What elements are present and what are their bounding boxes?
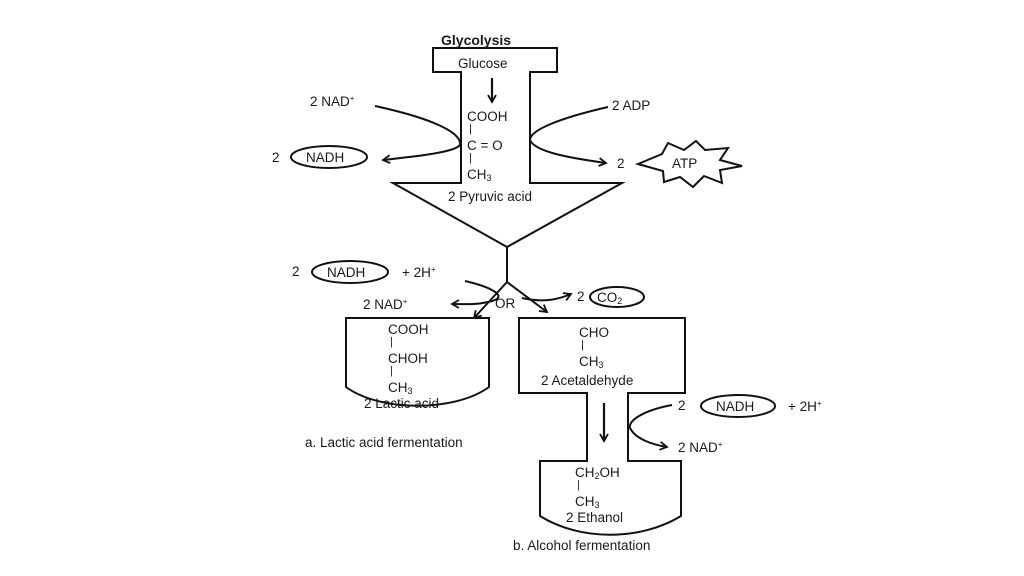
alcohol-nadh-to-nad-arrow [628, 404, 673, 451]
lactic-formula-bottom: CH3 [388, 381, 413, 396]
hydrogen: + 2H [402, 265, 431, 280]
lactic-formula-top: COOH [388, 322, 429, 337]
molecule: CO [597, 290, 618, 305]
atp-count: 2 [617, 156, 625, 171]
molecule: NAD [321, 94, 350, 109]
ethanol-formula-bottom: CH3 [575, 495, 600, 510]
co2-count: 2 [577, 289, 585, 304]
formula-subscript: 3 [594, 500, 600, 510]
nad-plus-label: 2 NAD+ [310, 95, 354, 109]
molecule: 2 NAD [363, 297, 403, 312]
formula-text: CH [467, 167, 487, 182]
co2-label: CO2 [597, 291, 622, 306]
formula-subscript: 3 [598, 360, 604, 370]
adp-to-atp-arrow [528, 106, 609, 167]
nad-to-nadh-arrow [374, 105, 462, 165]
count: 2 [310, 94, 318, 109]
formula-text: CH [388, 380, 408, 395]
adp-label: 2 ADP [612, 98, 651, 113]
acetaldehyde-container [518, 317, 686, 536]
charge: + [402, 297, 408, 306]
acetaldehyde-formula-top: CHO [579, 325, 609, 340]
formula-subscript: 3 [486, 173, 492, 183]
branch-hydrogen-label: + 2H+ [402, 266, 436, 280]
ethanol-label: 2 Ethanol [566, 510, 624, 525]
pyruvate-formula-mid: C = O [467, 138, 503, 153]
pyruvic-acid-label: 2 Pyruvic acid [448, 189, 533, 204]
alcohol-nadh-count: 2 [678, 398, 686, 413]
acetaldehyde-formula-bottom: CH3 [579, 355, 604, 370]
charge: + [349, 94, 355, 103]
lactic-caption: a. Lactic acid fermentation [305, 435, 463, 450]
alcohol-nadh-label: NADH [716, 399, 755, 414]
molecule: 2 NAD [678, 440, 718, 455]
branch-nadh-count: 2 [292, 264, 300, 279]
branch-right-arrow [506, 281, 549, 314]
atp-starburst [634, 139, 743, 189]
diagram-title: Glycolysis [441, 32, 512, 48]
formula-text: OH [599, 465, 620, 480]
glucose-label: Glucose [458, 56, 508, 71]
nadh-oval-branch [311, 260, 389, 284]
pyruvate-formula-bottom: CH3 [467, 168, 492, 183]
charge: + [816, 399, 822, 408]
bond-line: | [469, 152, 472, 164]
branch-nadh-label: NADH [327, 265, 366, 280]
formula-subscript: 3 [407, 386, 413, 396]
pyruvate-formula-top: COOH [467, 109, 508, 124]
atp-label: ATP [672, 156, 698, 171]
bond-line: | [577, 479, 580, 491]
alcohol-hydrogen-label: + 2H+ [788, 400, 822, 414]
branch-nadh-to-nad-arrow [450, 280, 500, 309]
bond-line: | [469, 123, 472, 135]
charge: + [430, 265, 436, 274]
formula-subscript: 2 [594, 471, 600, 481]
co2-oval [589, 286, 645, 308]
bond-line: | [390, 365, 393, 377]
branch-left-arrow [472, 281, 508, 320]
nadh-count: 2 [272, 150, 280, 165]
nadh-oval-glycolysis [290, 145, 368, 169]
ethanol-formula-top: CH2OH [575, 466, 620, 481]
glycolysis-funnel-shape [389, 47, 626, 249]
lactic-acid-container [345, 317, 490, 407]
charge: + [717, 440, 723, 449]
branch-nad-plus-label: 2 NAD+ [363, 298, 407, 312]
nadh-label: NADH [306, 150, 345, 165]
alcohol-nad-plus-label: 2 NAD+ [678, 441, 722, 455]
bond-line: | [390, 336, 393, 348]
formula-text: CH [575, 494, 595, 509]
formula-text: CH [575, 465, 595, 480]
formula-text: CH [579, 354, 599, 369]
alcohol-caption: b. Alcohol fermentation [513, 538, 651, 553]
nadh-oval-alcohol [700, 394, 776, 418]
bond-line: | [581, 339, 584, 351]
acetaldehyde-label: 2 Acetaldehyde [541, 373, 634, 388]
or-label: OR [495, 296, 516, 311]
hydrogen: + 2H [788, 399, 817, 414]
subscript: 2 [617, 296, 623, 306]
lactic-acid-label: 2 Lactic acid [364, 396, 440, 411]
lactic-formula-mid: CHOH [388, 351, 428, 366]
co2-release-arrow [521, 292, 573, 302]
